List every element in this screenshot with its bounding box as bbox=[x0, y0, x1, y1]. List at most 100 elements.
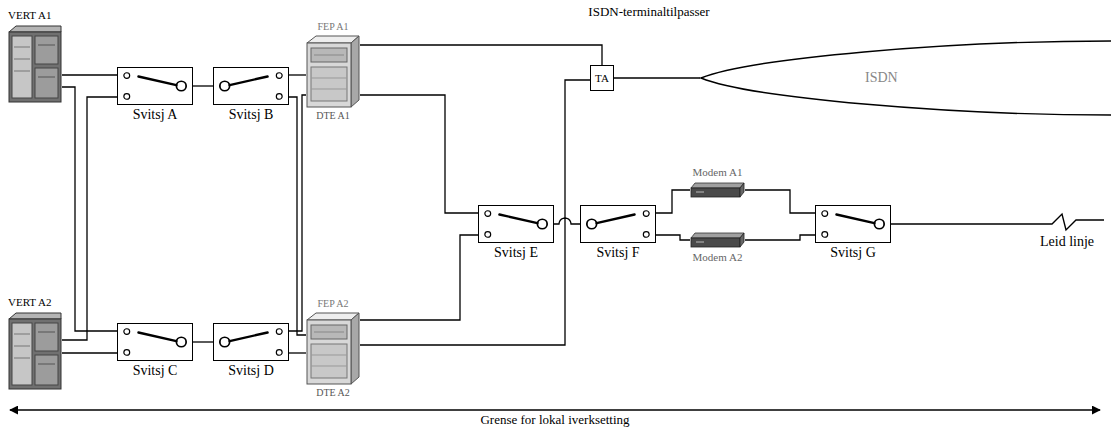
adapter-caption: ISDN-terminaltilpasser bbox=[588, 4, 709, 19]
switch-box-part bbox=[643, 232, 649, 238]
host-computer-part bbox=[9, 26, 61, 32]
front-end-processor-part bbox=[351, 36, 359, 107]
modem-part bbox=[740, 183, 744, 197]
connector-line bbox=[614, 77, 700, 78]
switch-box-drawing bbox=[816, 206, 890, 242]
switch-box-drawing bbox=[214, 324, 288, 360]
switch-box-part bbox=[836, 215, 874, 224]
switch-box-part bbox=[822, 211, 828, 217]
front-end-processor-drawing bbox=[306, 35, 360, 108]
host-computer-part bbox=[14, 346, 30, 347]
connector-line bbox=[360, 95, 478, 213]
modem-label: Modem A1 bbox=[693, 166, 743, 179]
front-end-processor-part bbox=[311, 355, 347, 356]
switch-box-part bbox=[138, 77, 176, 86]
line-label: Leid linje bbox=[1040, 234, 1094, 250]
connector-line bbox=[193, 85, 213, 86]
isdn-network-part bbox=[701, 41, 1111, 115]
leased-line-symbol bbox=[891, 214, 1104, 230]
terminal-adapter: ISDN-terminaltilpasserTA bbox=[590, 65, 614, 91]
host-computer-part bbox=[38, 77, 55, 78]
connector-line bbox=[289, 95, 306, 331]
switch-label: Svitsj F bbox=[596, 245, 639, 261]
host-computer-part bbox=[14, 71, 30, 72]
fep-label: FEP A2 bbox=[317, 298, 348, 310]
switch-box-drawing bbox=[118, 324, 192, 360]
switch-label: Svitsj D bbox=[228, 363, 274, 379]
switch-box-part bbox=[587, 219, 597, 228]
host-computer-part bbox=[14, 334, 30, 335]
front-end-processor-drawing bbox=[306, 312, 360, 385]
connector-line bbox=[360, 80, 590, 345]
switch-box-part bbox=[276, 73, 282, 79]
switch-label: Svitsj C bbox=[133, 363, 178, 379]
network-label: ISDN bbox=[865, 70, 898, 86]
modem-part bbox=[691, 188, 740, 197]
host-computer-part bbox=[14, 358, 30, 359]
modem-part bbox=[696, 192, 704, 193]
host-computer-part bbox=[9, 313, 61, 319]
host-computer-part bbox=[9, 32, 61, 102]
switch-box-part bbox=[485, 232, 491, 238]
switch-box: Svitsj B bbox=[213, 67, 289, 105]
modem-part bbox=[740, 233, 744, 247]
isdn-network-drawing bbox=[700, 40, 1111, 116]
front-end-processor-part bbox=[314, 55, 344, 56]
switch-box-part bbox=[124, 94, 130, 100]
modem-part bbox=[696, 242, 704, 243]
host-computer-part bbox=[12, 323, 32, 385]
front-end-processor-part bbox=[307, 36, 359, 43]
front-end-processor-part bbox=[311, 344, 347, 378]
switch-label: Svitsj G bbox=[830, 245, 876, 261]
switch-box-drawing bbox=[479, 206, 553, 242]
switch-box-part bbox=[124, 329, 130, 335]
modem: Modem A1 bbox=[690, 182, 745, 198]
fep-label: FEP A1 bbox=[317, 21, 348, 33]
host-computer-part bbox=[35, 323, 58, 351]
modem: Modem A2 bbox=[690, 232, 745, 248]
front-end-processor-part bbox=[307, 313, 359, 320]
connector-line bbox=[62, 97, 117, 340]
front-end-processor-part bbox=[307, 320, 351, 384]
modem-label: Modem A2 bbox=[693, 251, 743, 264]
connector-line bbox=[360, 45, 602, 65]
connector-line bbox=[62, 352, 117, 353]
switch-box: Svitsj F bbox=[580, 205, 656, 243]
connector-line bbox=[656, 190, 690, 213]
host-computer-part bbox=[35, 36, 58, 64]
front-end-processor-part bbox=[307, 43, 351, 107]
connector-line bbox=[289, 352, 306, 353]
host-computer-part bbox=[35, 355, 58, 385]
switch-box-part bbox=[276, 350, 282, 356]
host-computer: VERT A2 bbox=[8, 312, 62, 384]
connector-line bbox=[656, 235, 690, 240]
modem-part bbox=[691, 233, 744, 238]
front-end-processor-part bbox=[314, 332, 344, 333]
host-label: VERT A2 bbox=[8, 296, 51, 309]
switch-box-part bbox=[597, 215, 635, 224]
host-label: VERT A1 bbox=[8, 9, 51, 22]
host-computer-part bbox=[38, 364, 55, 365]
modem-part bbox=[691, 238, 740, 247]
front-end-processor-part bbox=[351, 313, 359, 384]
host-computer-drawing bbox=[8, 25, 62, 103]
switch-box-part bbox=[124, 350, 130, 356]
switch-box-part bbox=[220, 73, 282, 100]
switch-box-drawing bbox=[118, 68, 192, 104]
switch-box-part bbox=[176, 81, 186, 90]
connector-line bbox=[289, 97, 306, 335]
switch-box-part bbox=[220, 337, 230, 346]
switch-box-part bbox=[230, 333, 268, 342]
connector-line bbox=[360, 235, 478, 320]
connector-line bbox=[745, 190, 815, 213]
adapter-label: TA bbox=[595, 72, 609, 85]
switch-box-part bbox=[276, 329, 282, 335]
modem-drawing bbox=[690, 232, 745, 248]
host-computer-part bbox=[14, 59, 30, 60]
isdn-network: ISDN bbox=[700, 40, 1111, 116]
switch-box-part bbox=[124, 73, 130, 79]
switch-box-part bbox=[485, 211, 491, 217]
switch-box-part bbox=[499, 215, 537, 224]
front-end-processor-part bbox=[311, 89, 347, 90]
front-end-processor-part bbox=[311, 366, 347, 367]
